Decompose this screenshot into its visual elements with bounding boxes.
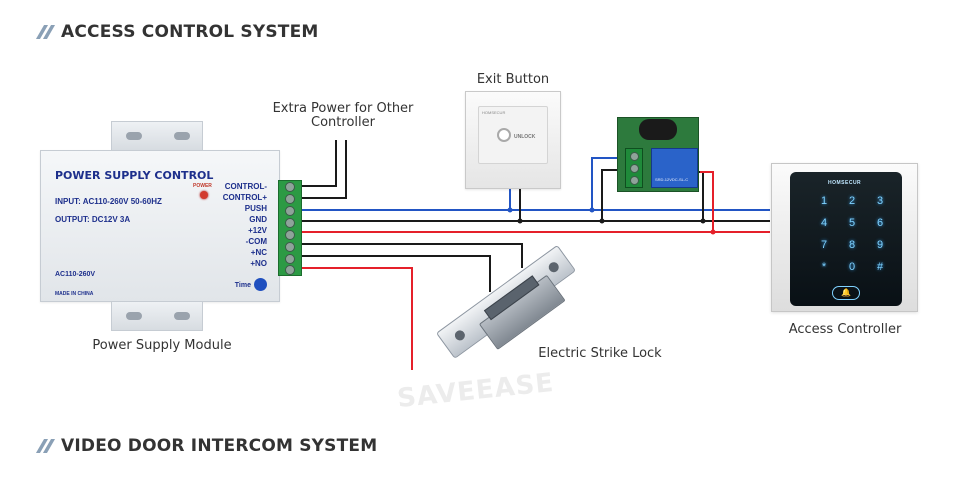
wire-junction bbox=[507, 207, 513, 213]
pin-label: +NO bbox=[250, 259, 267, 268]
psu-ac-range: AC110-260V bbox=[55, 271, 96, 278]
doorbell-icon: 🔔 bbox=[832, 286, 860, 300]
controller-keypad-panel: HOMSECUR 1 2 3 4 5 6 7 8 9 * 0 # 🔔 bbox=[790, 172, 902, 306]
wire-extra-power-1 bbox=[302, 140, 337, 187]
time-label: Time bbox=[234, 282, 251, 289]
pin-label: -COM bbox=[245, 237, 267, 246]
keypad-key: 1 bbox=[820, 195, 828, 207]
label-strike-lock: Electric Strike Lock bbox=[538, 346, 662, 361]
pin-label: PUSH bbox=[244, 204, 267, 213]
power-supply-module: POWER SUPPLY CONTROL INPUT: AC110-260V 5… bbox=[40, 121, 280, 331]
relay-capacitor-icon bbox=[639, 119, 677, 140]
label-psu-module: Power Supply Module bbox=[92, 338, 232, 353]
power-led-label: POWER bbox=[193, 183, 212, 189]
pin-label: CONTROL- bbox=[224, 182, 267, 191]
keypad: 1 2 3 4 5 6 7 8 9 * 0 # bbox=[810, 194, 894, 275]
exit-button-plate: HOMSECUR UNLOCK bbox=[478, 106, 548, 164]
keypad-key: 0 bbox=[848, 261, 856, 273]
wire-no bbox=[302, 267, 413, 370]
wire-junction bbox=[599, 218, 605, 224]
psu-made-in: MADE IN CHINA bbox=[55, 291, 94, 297]
wire-junction bbox=[710, 229, 716, 235]
exit-button-circle-icon bbox=[497, 128, 511, 142]
wire-com bbox=[302, 243, 523, 268]
keypad-key: 5 bbox=[848, 217, 856, 229]
label-extra-power: Extra Power for Other Controller bbox=[272, 101, 414, 130]
keypad-key: 7 bbox=[820, 239, 828, 251]
psu-input-text: INPUT: AC110-260V 50-60HZ bbox=[55, 197, 162, 206]
section-title-intercom: VIDEO DOOR INTERCOM SYSTEM bbox=[35, 436, 378, 456]
section-title-text: ACCESS CONTROL SYSTEM bbox=[61, 22, 319, 42]
wire-nc bbox=[302, 255, 491, 292]
relay-coil-text: SRD-12VDC-SL-C bbox=[655, 177, 689, 182]
keypad-key: 6 bbox=[876, 217, 884, 229]
pin-label: CONTROL+ bbox=[222, 193, 267, 202]
psu-mount-ear bbox=[111, 301, 203, 331]
relay-coil: SRD-12VDC-SL-C bbox=[651, 148, 698, 188]
keypad-key: * bbox=[821, 261, 827, 273]
power-led-icon bbox=[200, 191, 208, 199]
wire-extra-power-2 bbox=[302, 140, 347, 199]
keypad-key: 9 bbox=[876, 239, 884, 251]
keypad-key: 3 bbox=[876, 195, 884, 207]
label-exit-button: Exit Button bbox=[476, 72, 550, 87]
psu-title: POWER SUPPLY CONTROL bbox=[55, 169, 214, 182]
psu-terminal-block bbox=[278, 180, 302, 276]
wire-relay-blue bbox=[591, 157, 624, 210]
exit-button-text: UNLOCK bbox=[514, 134, 536, 140]
psu-mount-ear bbox=[111, 121, 203, 151]
wire-junction bbox=[517, 218, 523, 224]
relay-terminal-block bbox=[625, 148, 643, 188]
label-access-controller: Access Controller bbox=[788, 322, 902, 337]
wire-relay-red bbox=[700, 171, 714, 232]
exit-button-brand: HOMSECUR bbox=[482, 110, 506, 115]
pin-label: +12V bbox=[248, 226, 267, 235]
wire-junction bbox=[700, 218, 706, 224]
pin-label: +NC bbox=[250, 248, 267, 257]
exit-button-device: HOMSECUR UNLOCK bbox=[465, 91, 561, 189]
psu-output-text: OUTPUT: DC12V 3A bbox=[55, 215, 131, 224]
controller-brand: HOMSECUR bbox=[828, 180, 862, 186]
keypad-key: 4 bbox=[820, 217, 828, 229]
psu-pin-labels: CONTROL- CONTROL+ PUSH GND +12V -COM +NC… bbox=[223, 181, 267, 269]
time-knob-icon bbox=[254, 278, 267, 291]
keypad-key: 2 bbox=[848, 195, 856, 207]
section-title-text: VIDEO DOOR INTERCOM SYSTEM bbox=[61, 436, 378, 456]
wire-junction bbox=[589, 207, 595, 213]
relay-module: SRD-12VDC-SL-C bbox=[617, 117, 699, 192]
keypad-key: # bbox=[876, 261, 884, 273]
wire-relay-black-1 bbox=[601, 169, 624, 221]
pin-label: GND bbox=[249, 215, 267, 224]
section-title-access: ACCESS CONTROL SYSTEM bbox=[35, 22, 319, 42]
access-controller-device: HOMSECUR 1 2 3 4 5 6 7 8 9 * 0 # 🔔 bbox=[771, 163, 918, 312]
keypad-key: 8 bbox=[848, 239, 856, 251]
